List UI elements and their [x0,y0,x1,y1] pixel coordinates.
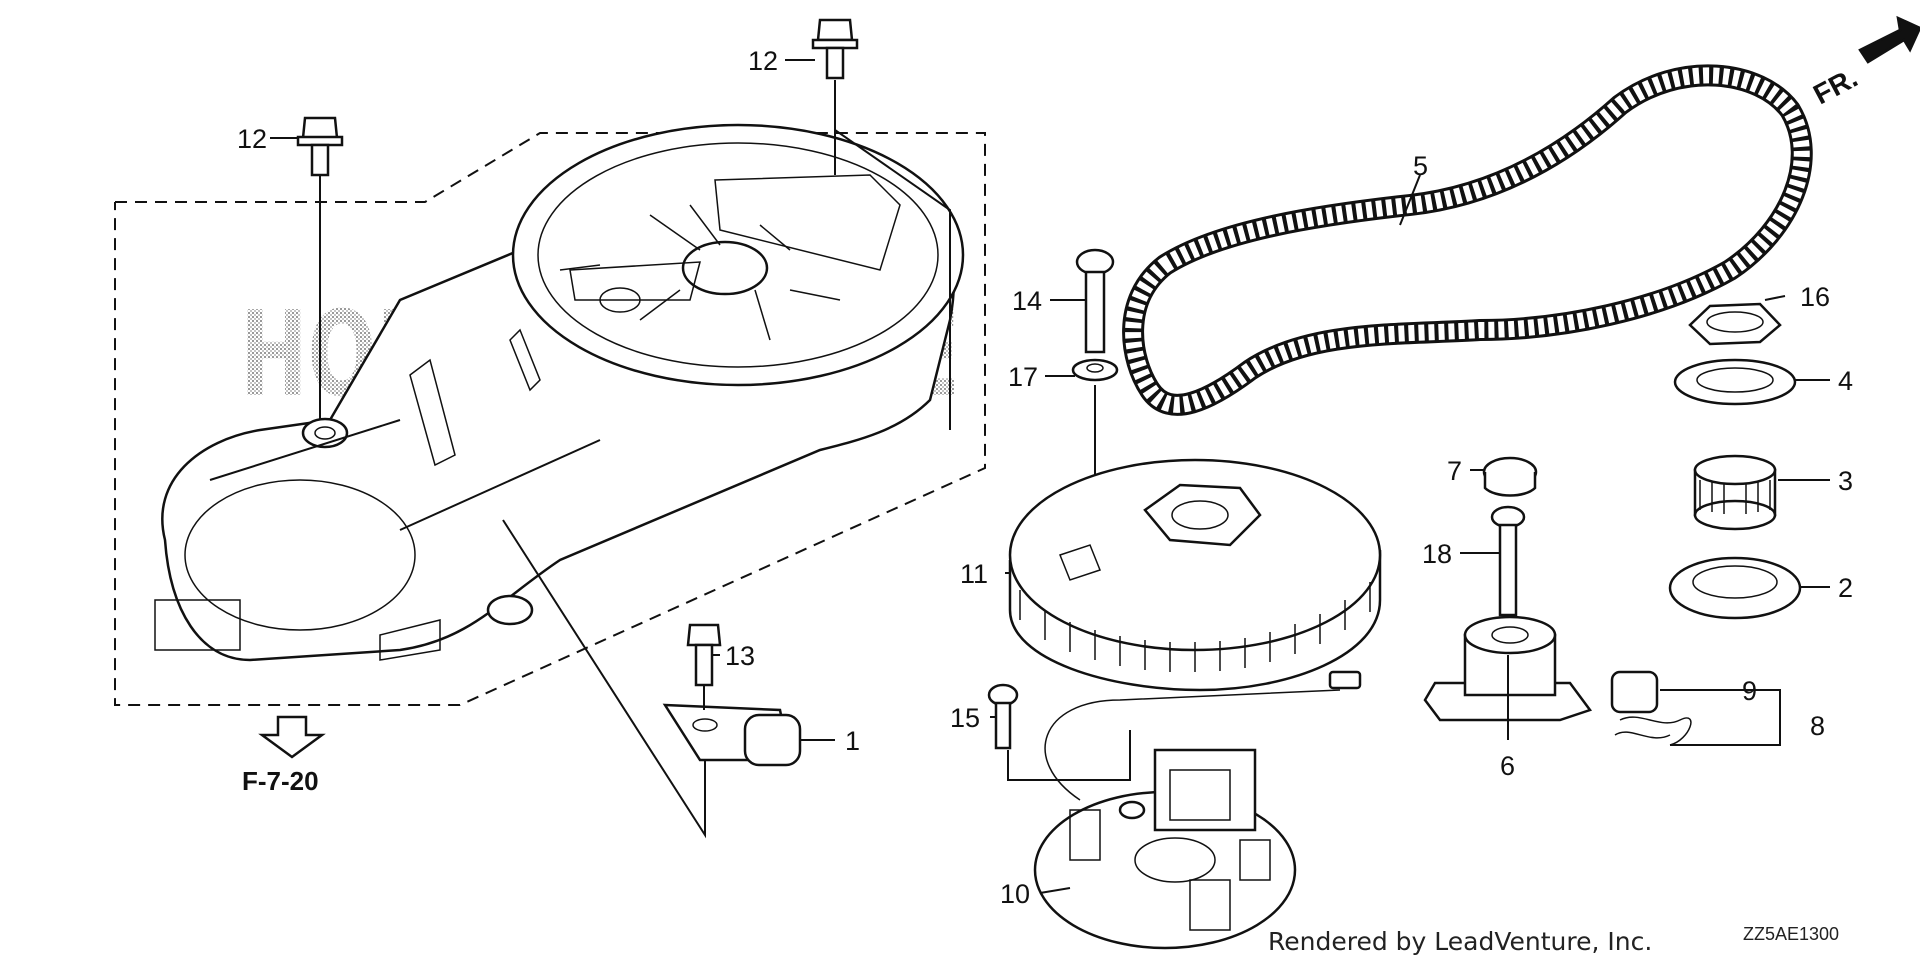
tensioner-6 [1423,615,1593,740]
pulser-coil-10 [1007,670,1362,950]
callout-15: 15 [950,703,980,733]
drawing-code: ZZ5AE1300 [1743,924,1839,944]
bolt-14 [1075,248,1115,354]
callout-leaders [270,59,1830,894]
callout-14: 14 [1012,286,1042,316]
page-reference: F-7-20 [242,766,319,796]
callout-7: 7 [1447,456,1462,486]
callout-12-left: 12 [237,124,267,154]
washer-4 [1673,358,1797,406]
flywheel-pulley-11 [1008,458,1382,692]
render-credit: Rendered by LeadVenture, Inc. [1268,927,1652,956]
callout-9: 9 [1742,676,1757,706]
bolt-18 [1490,505,1526,617]
callout-11: 11 [960,559,988,589]
front-direction-indicator: FR. [1808,15,1920,111]
bolt-15 [987,683,1019,750]
callout-13: 13 [725,641,755,671]
callout-8: 8 [1810,711,1825,741]
nut-16 [1688,302,1782,346]
washer-17 [1071,358,1119,382]
callout-1: 1 [845,726,860,756]
bolt-12-left [296,116,344,420]
callout-2: 2 [1838,573,1853,603]
callout-3: 3 [1838,466,1853,496]
bolt-12-top [811,18,951,430]
callout-18: 18 [1422,539,1452,569]
bracket-1 [662,703,802,767]
bolt-13 [686,623,722,710]
timing-belt-5 [1122,64,1813,416]
front-label: FR. [1808,62,1862,111]
callout-5: 5 [1413,151,1428,181]
front-arrow-icon [1858,15,1920,64]
callout-12-top: 12 [748,46,778,76]
callout-10: 10 [1000,879,1030,909]
callout-16: 16 [1800,282,1830,312]
callout-4: 4 [1838,366,1853,396]
bracket-leader [502,519,706,839]
gear-3 [1693,454,1777,531]
assembly-boundary [114,132,986,706]
reference-arrow [258,715,326,759]
callout-17: 17 [1008,362,1038,392]
timing-belt-cover [154,123,965,662]
cap-7 [1482,456,1538,497]
callout-6: 6 [1500,751,1515,781]
plate-2 [1668,556,1802,620]
